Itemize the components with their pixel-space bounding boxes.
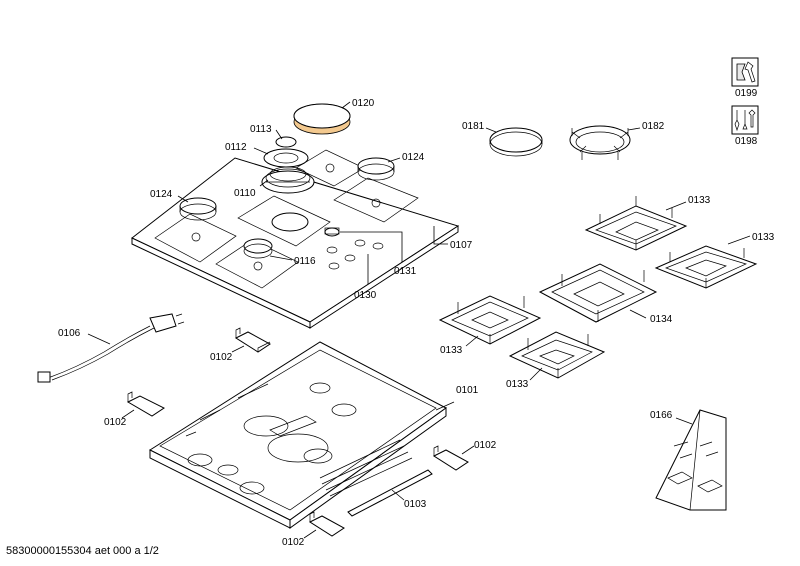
label-0124-right: 0124 [402, 152, 425, 163]
pan-support-right [654, 245, 758, 289]
label-0133-top: 0133 [688, 195, 711, 206]
burner-cap-right [357, 157, 395, 181]
label-0102-left: 0102 [104, 417, 127, 428]
label-0133-left: 0133 [440, 345, 463, 356]
label-0130: 0130 [354, 290, 377, 301]
label-0131: 0131 [394, 266, 417, 277]
burner-cap-left [179, 197, 217, 221]
pan-support-center [538, 263, 658, 323]
label-0113: 0113 [250, 124, 272, 135]
label-0107: 0107 [450, 240, 473, 251]
simmer-plate [489, 127, 543, 157]
label-0182: 0182 [642, 121, 665, 132]
cooktop-glass-panel [131, 149, 460, 329]
control-knob [324, 227, 340, 237]
service-wrench-icon [731, 57, 759, 87]
label-0112: 0112 [225, 142, 247, 153]
label-0116: 0116 [294, 256, 316, 267]
pan-support-left [438, 295, 542, 345]
burner-cap-large [293, 103, 351, 135]
wok-ring [569, 125, 631, 160]
burner-cap-small [243, 238, 273, 259]
wok-burner-assembly [261, 136, 315, 232]
label-0106: 0106 [58, 328, 81, 339]
document-reference: 58300000155304 aet 000 a 1/2 [6, 545, 159, 557]
label-0166: 0166 [650, 410, 673, 421]
label-0199: 0199 [735, 88, 758, 99]
label-0120: 0120 [352, 98, 375, 109]
power-cord [37, 313, 185, 383]
label-0103: 0103 [404, 499, 427, 510]
mounting-bracket-4 [308, 511, 345, 537]
sealing-strip [347, 469, 433, 517]
mounting-bracket-3 [432, 445, 469, 471]
label-0198: 0198 [735, 136, 758, 147]
label-0102-upper: 0102 [210, 352, 233, 363]
mounting-bracket-2 [126, 391, 165, 417]
pan-support-rear-right [584, 196, 688, 251]
pan-support-front [508, 331, 606, 379]
label-0124-left: 0124 [150, 189, 173, 200]
label-0181: 0181 [462, 121, 485, 132]
label-0133-bottom: 0133 [506, 379, 529, 390]
label-0102-right: 0102 [474, 440, 497, 451]
label-0101: 0101 [456, 385, 479, 396]
base-tray [148, 341, 447, 529]
label-0134: 0134 [650, 314, 673, 325]
mounting-bracket-1 [234, 327, 271, 353]
screw-kit-bag [655, 409, 727, 511]
service-tools-icon [731, 105, 759, 135]
label-0102-bottom: 0102 [282, 537, 305, 548]
label-0133-right: 0133 [752, 232, 775, 243]
label-0110: 0110 [234, 188, 256, 199]
